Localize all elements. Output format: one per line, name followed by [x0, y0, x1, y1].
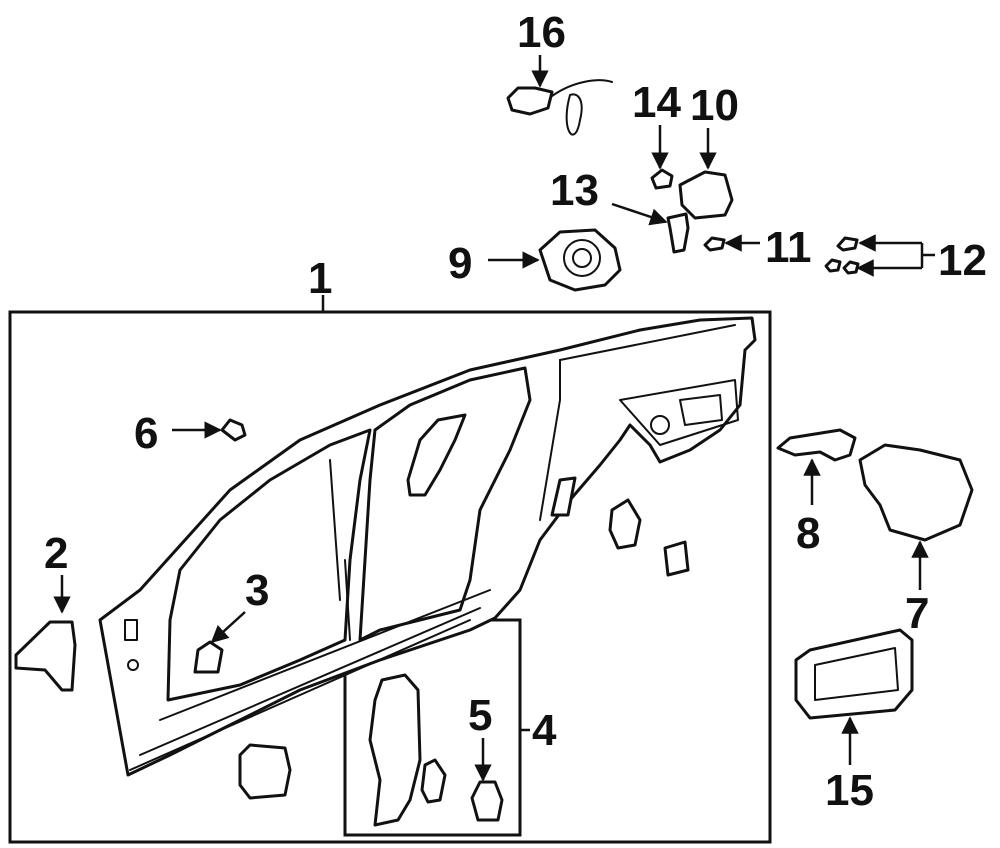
- part-14-shape: [650, 168, 674, 190]
- part-15-shape: [794, 628, 914, 720]
- callout-7: 7: [905, 589, 929, 638]
- part-4-shape: [368, 673, 447, 827]
- part-9-shape: [538, 228, 622, 292]
- callout-3: 3: [245, 566, 269, 615]
- part-3-shape: [193, 640, 224, 674]
- callout-1: 1: [308, 254, 332, 303]
- callout-6: 6: [134, 409, 158, 458]
- callout-13: 13: [550, 166, 599, 215]
- callout-11: 11: [765, 223, 812, 272]
- side-panel-part: [98, 316, 757, 800]
- callout-2: 2: [44, 529, 68, 578]
- part-5-shape: [470, 780, 504, 822]
- part-16-shape: [506, 79, 613, 136]
- callout-8: 8: [796, 509, 820, 558]
- main-frame-box: [8, 310, 772, 844]
- callout-9: 9: [448, 239, 472, 288]
- callout-16: 16: [517, 8, 566, 57]
- part-8-shape: [776, 428, 857, 462]
- part-12-shape: [824, 236, 860, 275]
- leader-lines: [53, 55, 935, 782]
- part-2-shape: [14, 620, 77, 692]
- callout-15: 15: [825, 766, 874, 815]
- part-11-shape: [703, 236, 726, 252]
- part-6-shape: [220, 418, 247, 442]
- part-10-shape: [678, 170, 734, 220]
- part-13-shape: [666, 212, 690, 254]
- callout-10: 10: [690, 81, 739, 130]
- callout-12: 12: [938, 236, 987, 285]
- part-7-shape: [858, 443, 974, 542]
- callout-4: 4: [532, 706, 557, 755]
- callout-5: 5: [468, 691, 492, 740]
- callout-14: 14: [632, 78, 681, 127]
